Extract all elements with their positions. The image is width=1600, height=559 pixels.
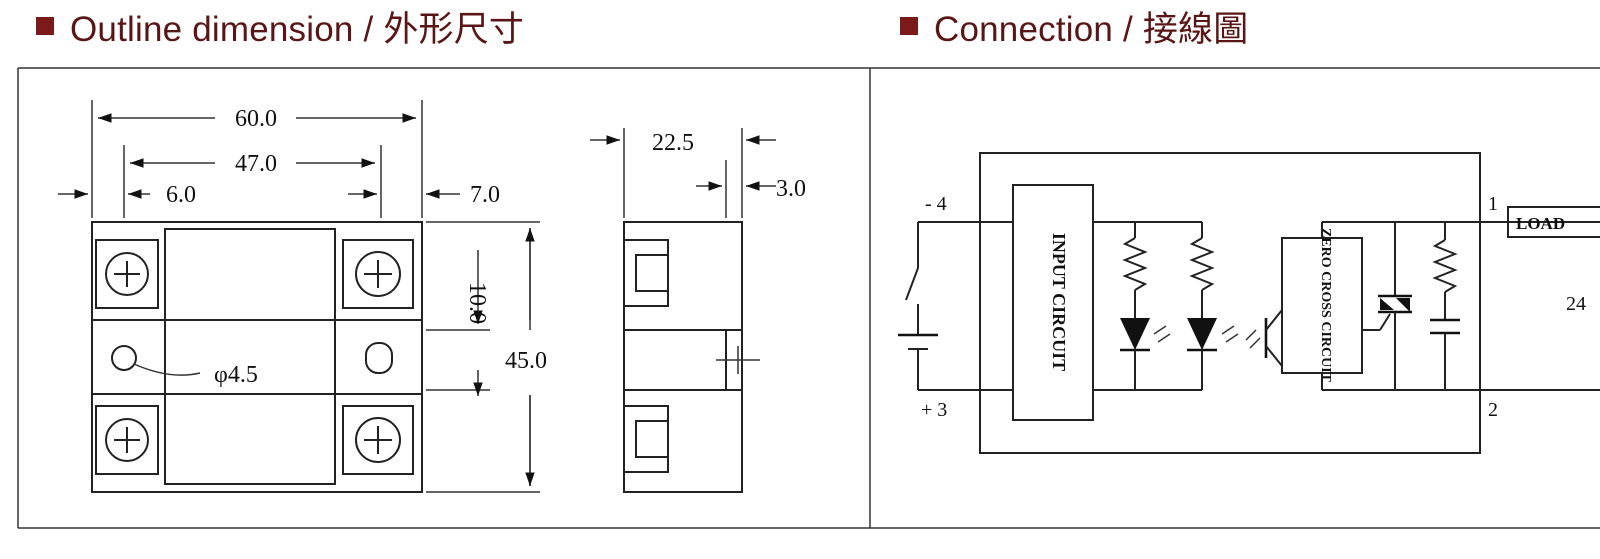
connection-section-header: Connection / 接線圖 [900, 0, 1248, 52]
outline-title: Outline dimension / 外形尺寸 [70, 9, 525, 49]
connection-title: Connection / 接線圖 [934, 9, 1249, 49]
side-view: 22.5 3.0 [590, 128, 806, 493]
dim-side-tab: 3.0 [776, 176, 806, 202]
frame [17, 67, 1600, 529]
phototransistor-icon [1245, 300, 1283, 372]
load-label: LOAD [1516, 214, 1565, 233]
resistor-icon [1432, 222, 1458, 320]
dim-hole-diameter: φ4.5 [214, 362, 258, 388]
capacitor-icon [1430, 318, 1460, 390]
dim-total-height: 45.0 [505, 348, 547, 374]
zero-cross-label: ZERO CROSS CIRCUIT [1318, 228, 1333, 383]
resistor-icon [1189, 222, 1215, 318]
terminal-screw-icon [342, 239, 414, 309]
resistor-icon [1122, 222, 1148, 318]
dim-total-width: 60.0 [235, 106, 277, 132]
section-bullet-icon [900, 17, 918, 35]
terminal-screw-icon [342, 405, 414, 475]
dim-left-offset: 6.0 [166, 182, 196, 208]
dim-right-offset: 7.0 [470, 182, 500, 208]
led-icon [1187, 318, 1239, 390]
pin-1: 1 [1488, 193, 1498, 215]
led-icon [1120, 318, 1171, 390]
terminal-screw-icon [95, 405, 159, 475]
pin-minus-4: - 4 [925, 193, 947, 215]
pin-2: 2 [1488, 399, 1498, 421]
input-circuit-label: INPUT CIRCUIT [1049, 233, 1069, 371]
connection-diagram: - 4 + 3 INPUT CIRCUIT [898, 152, 1600, 454]
dim-hole-spacing: 47.0 [235, 151, 277, 177]
supply-voltage-partial: 24 [1566, 293, 1586, 315]
dim-terminal-height: 10.0 [464, 282, 490, 324]
dim-side-depth: 22.5 [652, 130, 694, 156]
front-view: 60.0 47.0 6.0 7.0 45.0 10.0 φ4.5 [58, 100, 547, 493]
outline-section-header: Outline dimension / 外形尺寸 [36, 0, 524, 52]
section-bullet-icon [36, 17, 54, 35]
mounting-hole-icon [111, 345, 137, 371]
pin-plus-3: + 3 [921, 399, 947, 421]
mounting-slot-icon [365, 342, 393, 374]
terminal-screw-icon [95, 239, 159, 309]
triac-icon [1362, 222, 1412, 390]
